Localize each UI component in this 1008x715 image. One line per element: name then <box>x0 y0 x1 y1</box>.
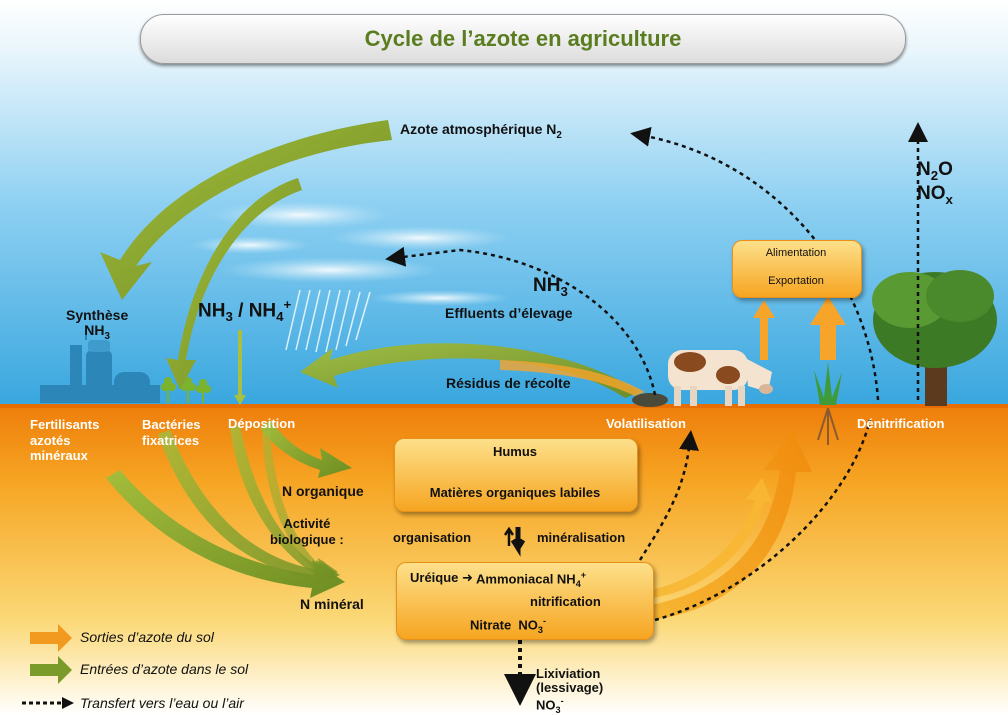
label-ureique: Uréique ➜ <box>410 570 473 585</box>
tree-icon <box>872 270 997 406</box>
mineral-n-box <box>396 562 654 640</box>
export-box <box>732 240 862 298</box>
label-lixiviation: Lixiviation(lessivage)NO3- <box>536 666 604 715</box>
label-ammoniacal: Ammoniacal NH4+ <box>476 570 587 589</box>
orange-output-arrows <box>500 296 846 620</box>
cow-icon <box>668 350 773 406</box>
legend-swatches <box>22 624 74 709</box>
label-atmospheric-n2: Azote atmosphérique N2 <box>400 121 562 141</box>
legend-transfert: Transfert vers l’eau ou l’air <box>80 695 244 711</box>
organic-matter-box <box>394 438 638 512</box>
soil-surface-line <box>0 404 1008 408</box>
diagram-title: Cycle de l’azote en agriculture <box>140 14 906 64</box>
clouds <box>190 201 510 306</box>
label-nh3-nh4: NH3 / NH4+ <box>198 297 292 325</box>
label-matieres: Matières organiques labiles <box>429 485 601 500</box>
legend-green-arrow-icon <box>30 656 72 684</box>
legend-sorties: Sorties d’azote du sol <box>80 629 214 645</box>
label-nox: NOx <box>917 183 953 207</box>
label-n-mineral: N minéral <box>300 596 364 612</box>
manure-icon <box>632 393 668 407</box>
green-input-arrows <box>100 120 640 598</box>
label-denitrification: Dénitrification <box>857 416 945 431</box>
label-nitrification: nitrification <box>530 594 601 609</box>
label-mineralisation: minéralisation <box>537 530 626 545</box>
label-residus: Résidus de récolte <box>446 375 571 391</box>
label-n2o: N2O <box>917 159 953 183</box>
label-volatilisation: Volatilisation <box>606 416 686 431</box>
label-nitrate: Nitrate NO3- <box>470 616 547 635</box>
legend-orange-arrow-icon <box>30 624 72 652</box>
label-humus: Humus <box>492 444 538 459</box>
label-exportation: Exportation <box>768 275 824 287</box>
rain <box>285 289 371 353</box>
plant-icon <box>814 362 842 445</box>
label-alimentation: Alimentation <box>765 247 827 259</box>
label-effluents: Effluents d’élevage <box>445 305 573 321</box>
clover-icon <box>161 377 211 403</box>
sky-background <box>0 0 1008 408</box>
label-deposition: Déposition <box>228 416 296 431</box>
legend-entrees: Entrées d’azote dans le sol <box>80 661 249 677</box>
dotted-transfer-arrows <box>385 122 928 706</box>
label-n-organique: N organique <box>282 483 364 499</box>
factory-icon <box>40 325 160 403</box>
label-nh3: NH3 <box>533 275 568 299</box>
label-organisation: organisation <box>393 530 472 545</box>
